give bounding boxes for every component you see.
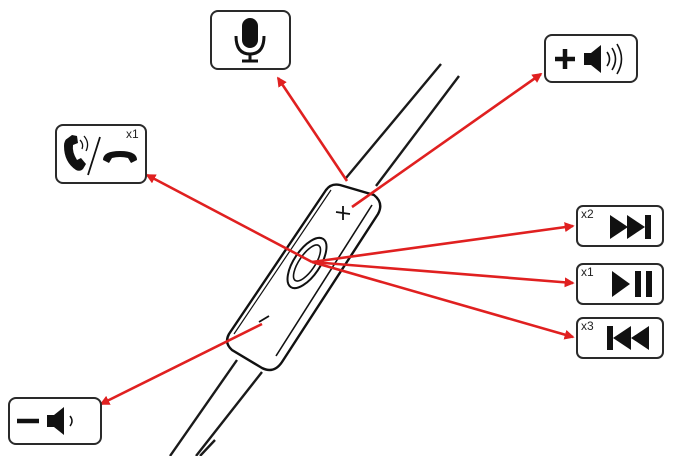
- arrow-to-play-pause: [311, 260, 575, 288]
- microphone-icon: [234, 18, 266, 63]
- play-pause-icon: [612, 271, 652, 297]
- play-pause-badge: x1: [581, 265, 594, 279]
- volume-down-box: [8, 397, 102, 445]
- play-pause-box: x1: [576, 263, 664, 305]
- next-track-badge: x2: [581, 207, 594, 221]
- microphone-box: [210, 10, 291, 70]
- remote-control: + –: [0, 0, 382, 372]
- arrow-to-volume-up: [351, 72, 543, 209]
- arrow-to-previous-track: [311, 260, 575, 340]
- headset-cable: [169, 63, 460, 456]
- volume-minus-button[interactable]: –: [0, 0, 270, 323]
- volume-plus-button[interactable]: +: [0, 0, 351, 220]
- volume-up-box: [544, 34, 638, 83]
- call-box: x1: [55, 124, 147, 184]
- previous-track-badge: x3: [581, 319, 594, 333]
- volume-up-icon: [555, 43, 623, 75]
- arrows: [99, 72, 575, 406]
- arrow-to-volume-down: [99, 322, 263, 406]
- arrow-to-microphone: [276, 76, 349, 182]
- next-track-icon: [610, 215, 651, 239]
- previous-track-box: x3: [576, 317, 664, 359]
- next-track-box: x2: [576, 205, 664, 247]
- volume-down-icon: [17, 407, 73, 435]
- answer-end-call-icon: [64, 135, 137, 176]
- arrow-to-call: [145, 173, 313, 264]
- previous-track-icon: [607, 326, 649, 350]
- arrow-to-next-track: [311, 222, 575, 264]
- multifunction-button[interactable]: [280, 232, 334, 295]
- call-badge: x1: [126, 127, 139, 141]
